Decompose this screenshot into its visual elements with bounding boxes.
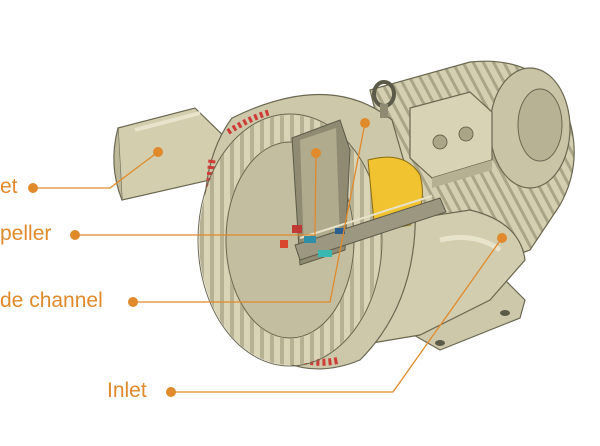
leader-line-impeller bbox=[75, 152, 317, 236]
leader-line-outlet bbox=[33, 151, 159, 189]
leader-line-side-channel bbox=[133, 122, 366, 303]
dot-side-channel-part bbox=[360, 118, 370, 128]
callout-label-inlet: Inlet bbox=[107, 379, 147, 402]
internal-cutaway bbox=[280, 119, 447, 266]
dot-side-channel-label bbox=[128, 297, 138, 307]
dot-inlet-label bbox=[166, 387, 176, 397]
lifting-eye bbox=[372, 80, 396, 118]
callout-dots bbox=[28, 118, 507, 397]
callout-lines bbox=[33, 122, 503, 393]
callout-label-impeller: peller bbox=[0, 222, 52, 245]
dot-impeller-label bbox=[70, 230, 80, 240]
dot-inlet-part bbox=[497, 233, 507, 243]
dot-outlet-label bbox=[28, 183, 38, 193]
dot-impeller-part bbox=[311, 148, 321, 158]
callout-label-side-channel: de channel bbox=[0, 289, 103, 312]
callout-label-outlet: et bbox=[0, 175, 18, 198]
dot-outlet-part bbox=[153, 147, 163, 157]
leader-line-inlet bbox=[171, 237, 503, 393]
